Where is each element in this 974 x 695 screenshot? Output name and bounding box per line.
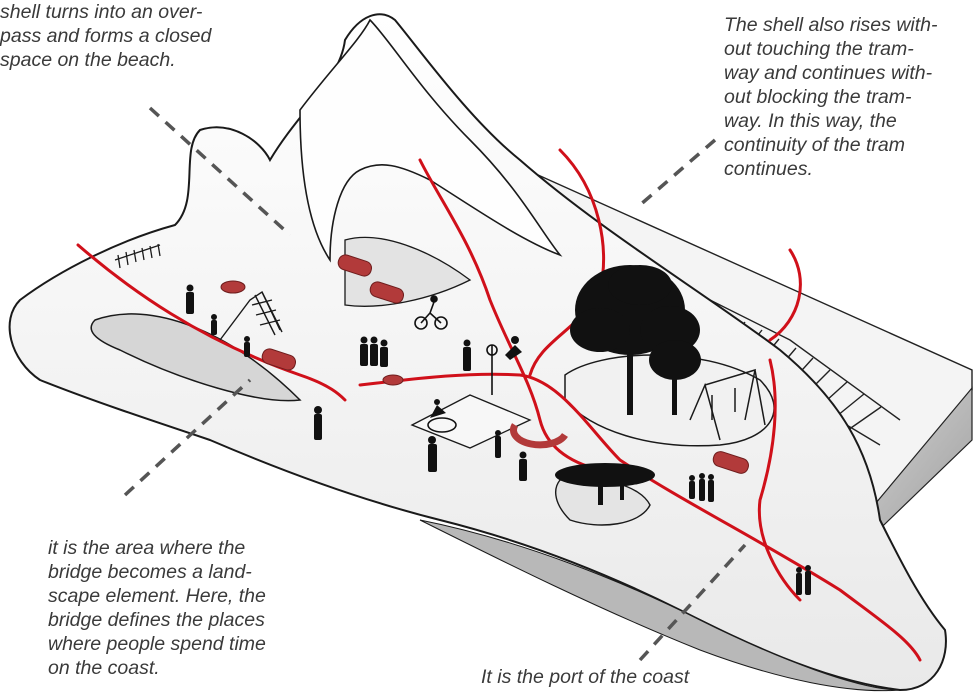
annotation-top-left: shell turns into an over- pass and forms… <box>0 0 300 72</box>
annotation-bottom-center: It is the port of the coast <box>481 665 741 689</box>
annotation-bottom-left: it is the area where the bridge becomes … <box>48 536 338 680</box>
annotation-top-right: The shell also rises with- out touching … <box>724 13 974 181</box>
